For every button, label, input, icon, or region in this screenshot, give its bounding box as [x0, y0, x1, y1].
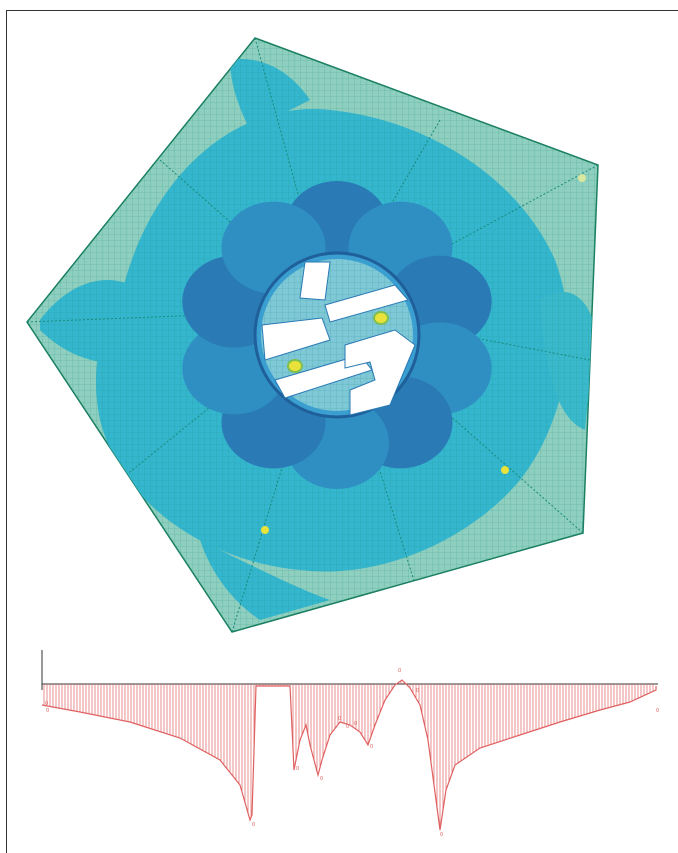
- profile-tick-label: 0: [252, 822, 255, 828]
- frame-top-border: [6, 10, 678, 11]
- profile-tick-label: 0: [416, 688, 419, 694]
- profile-tick-label: 0: [320, 776, 323, 782]
- profile-tick-label: 0: [354, 721, 357, 727]
- stress-hotspots: [261, 174, 586, 534]
- profile-hatch-lines: [43, 680, 654, 830]
- frame-left-border: [6, 10, 7, 853]
- profile-tick-label: 0: [370, 744, 373, 750]
- profile-tick-label: 0: [296, 766, 299, 772]
- profile-tick-label: 0: [346, 724, 349, 730]
- stress-contour-plan-view: [26, 37, 599, 633]
- profile-curve: [41, 679, 657, 831]
- core-cutouts: [261, 261, 416, 416]
- profile-tick-label: 0: [46, 708, 49, 714]
- profile-tick-label: 0: [440, 832, 443, 838]
- profile-tick-label: 0: [45, 701, 48, 707]
- profile-tick-label: 0: [398, 668, 401, 674]
- profile-tick-label: 0: [656, 708, 659, 714]
- profile-tick-label: 0: [338, 716, 341, 722]
